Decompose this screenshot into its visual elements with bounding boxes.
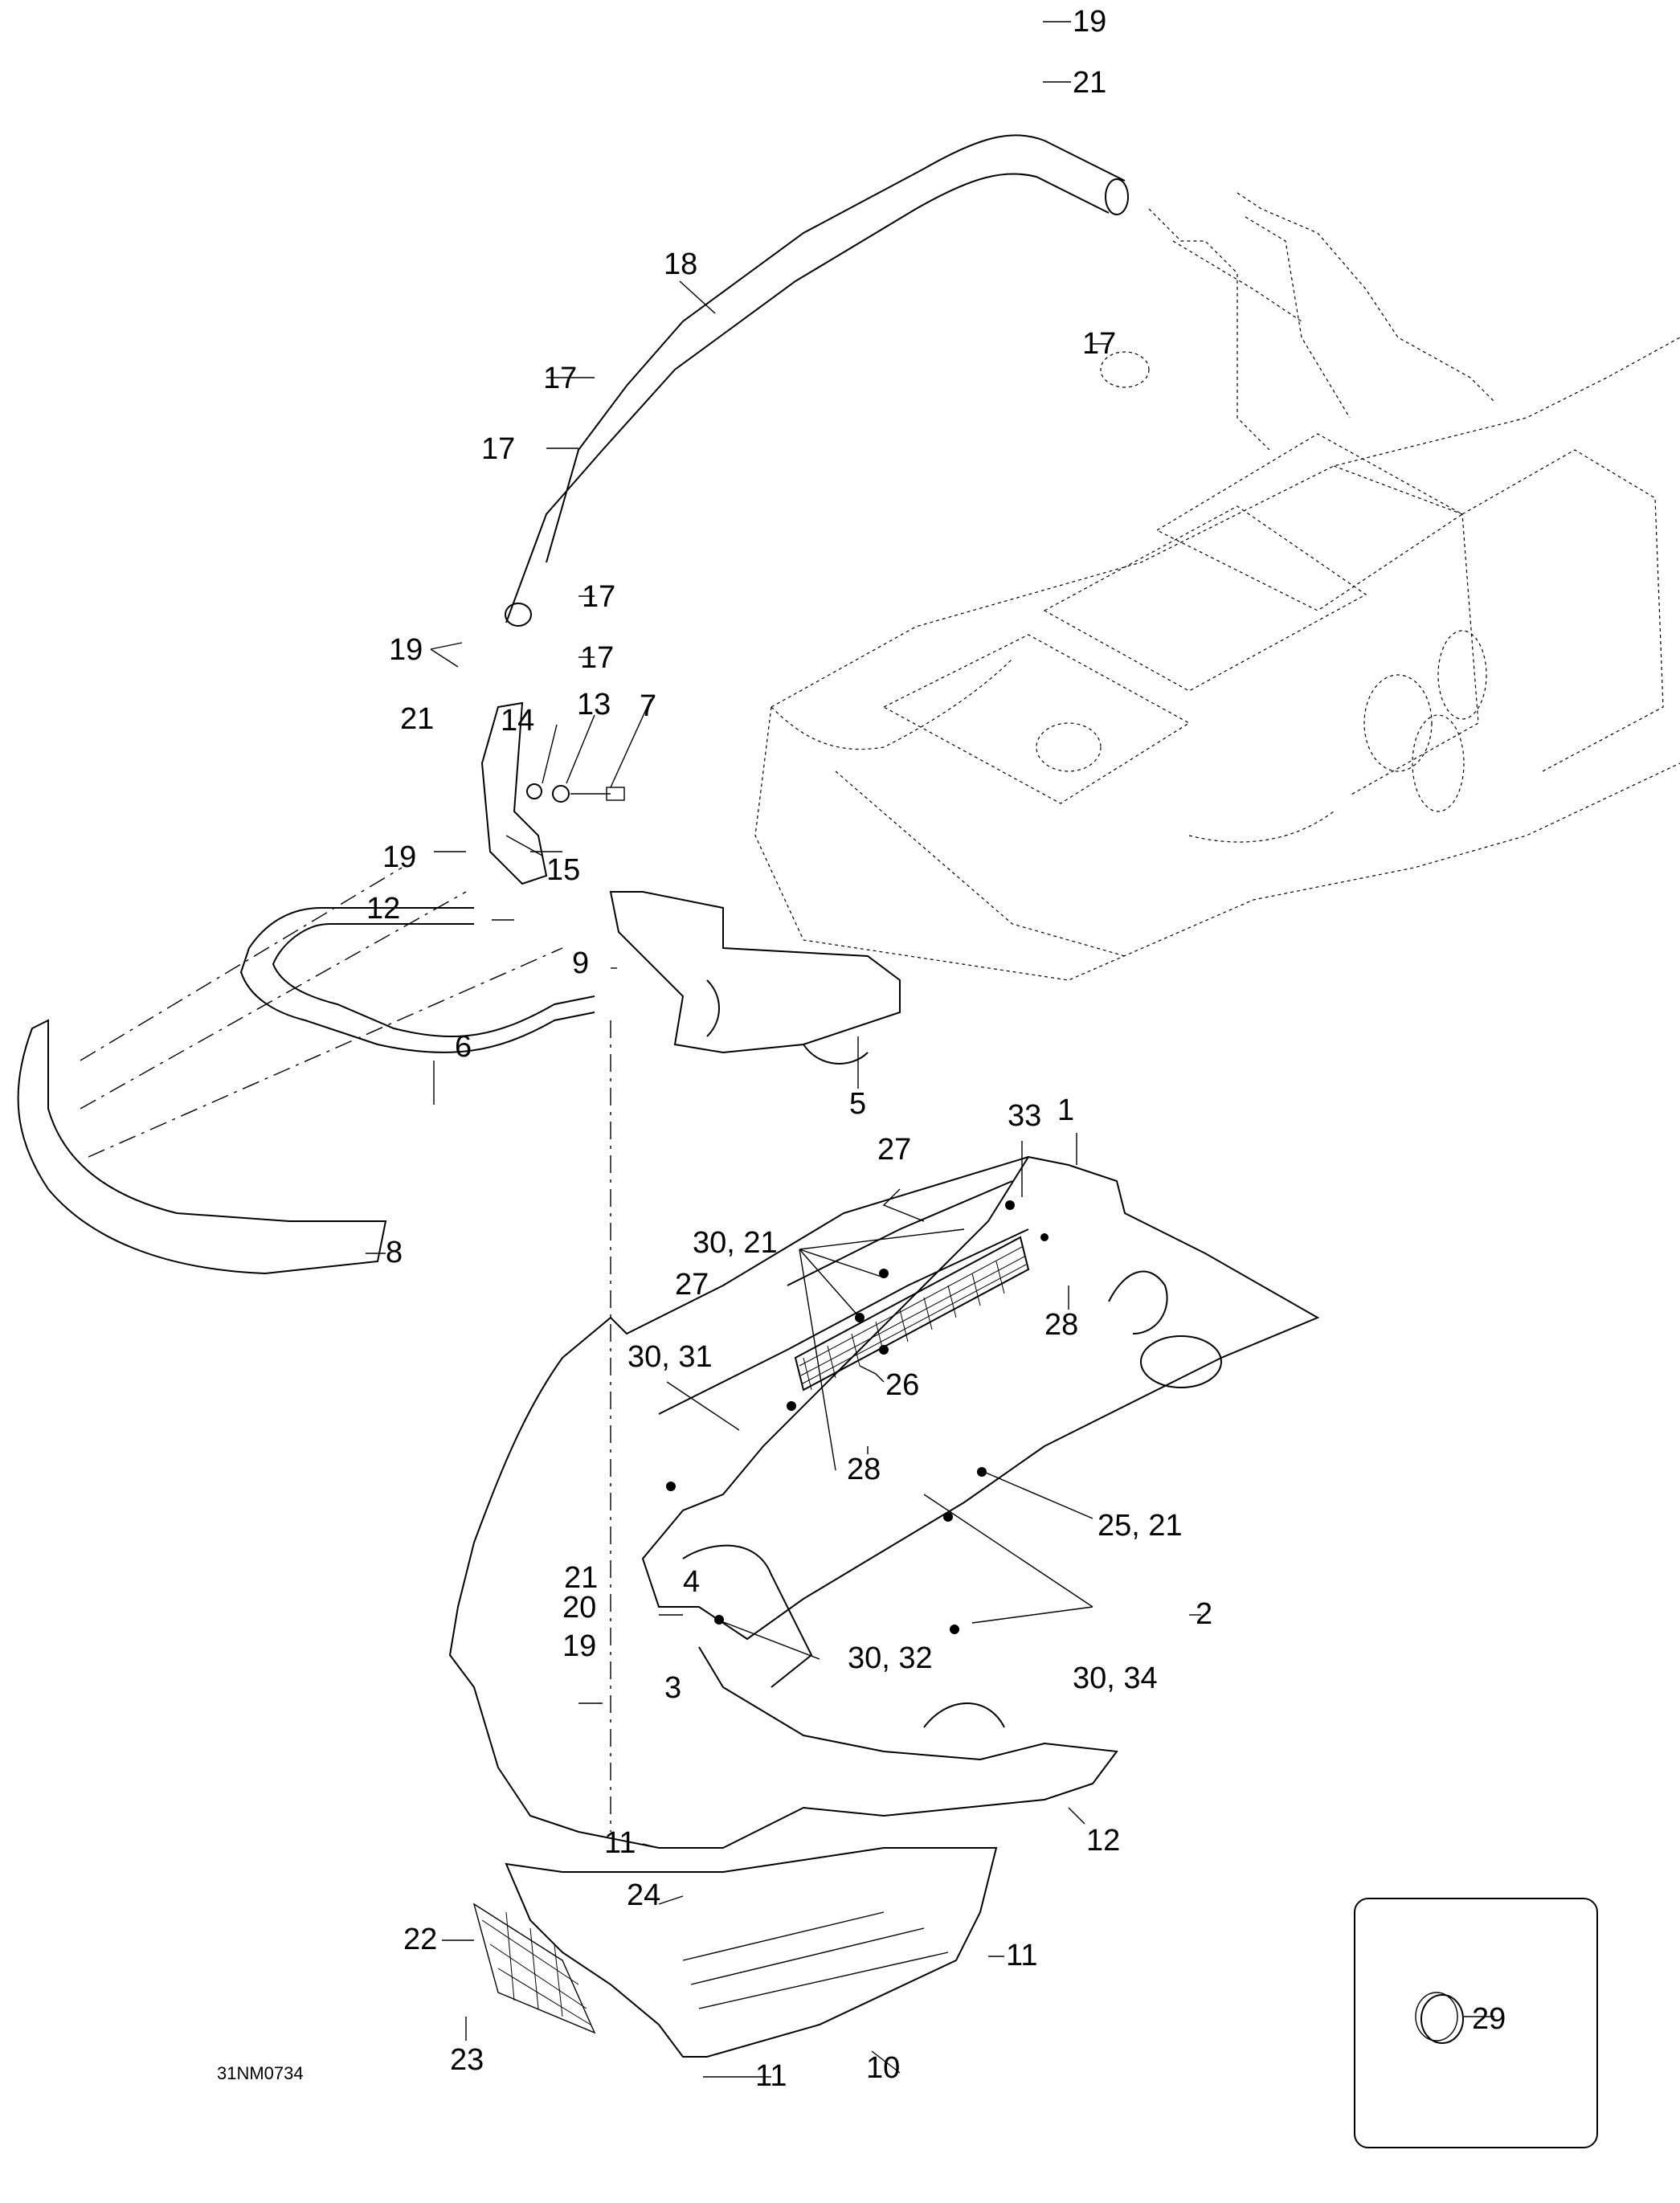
callout-13: 13 <box>577 688 611 721</box>
callout-18: 18 <box>664 247 698 281</box>
callout-33: 33 <box>1008 1099 1042 1133</box>
belly-pan-1 <box>448 1155 1320 1849</box>
callout-23: 23 <box>450 2043 484 2077</box>
callout-11: 11 <box>1006 1939 1038 1972</box>
cap-29 <box>1415 1992 1494 2044</box>
bracket-plate <box>480 701 625 885</box>
callout-14: 14 <box>501 704 535 738</box>
illustration-code: 31NM0734 <box>217 2063 304 2083</box>
callout-11: 11 <box>755 2059 787 2093</box>
callout-9: 9 <box>572 946 590 980</box>
callout-22: 22 <box>403 1923 438 1956</box>
callout-17: 17 <box>580 641 615 675</box>
skid-plate-10 <box>505 1847 998 2058</box>
bumper-8 <box>17 867 563 1275</box>
callout-20: 20 <box>562 1591 597 1625</box>
callout-30-21: 30, 21 <box>693 1226 778 1260</box>
callout-12: 11 <box>604 1826 636 1860</box>
callout-4: 4 <box>683 1565 701 1599</box>
mesh-22 <box>472 1903 596 2034</box>
callout-27: 27 <box>675 1268 709 1302</box>
callout-19: 19 <box>1073 5 1107 39</box>
callout-16: 15 <box>546 853 581 887</box>
mesh-grille-26 <box>794 1236 1030 1392</box>
bracket-5 <box>609 891 901 1065</box>
callout-17: 17 <box>543 362 578 395</box>
callout-21: 21 <box>564 1561 599 1595</box>
callout-1: 1 <box>1057 1093 1075 1127</box>
callout-19: 19 <box>389 633 423 667</box>
callout-8: 8 <box>386 1236 403 1269</box>
callout-19: 19 <box>562 1629 597 1663</box>
chassis-frame <box>754 192 1680 981</box>
callout-24: 24 <box>627 1878 661 1912</box>
callout-6: 6 <box>455 1030 472 1064</box>
callout-19: 19 <box>382 840 417 874</box>
callout-17: 17 <box>1082 327 1117 361</box>
callout-29: 29 <box>1472 2002 1506 2036</box>
callout-15: 12 <box>1086 1824 1121 1858</box>
inset-box <box>1354 1898 1598 2148</box>
leader-lines <box>366 21 1201 2078</box>
callout-21: 21 <box>400 702 435 736</box>
handlebar-18 <box>505 134 1129 627</box>
callout-28: 28 <box>1044 1308 1079 1342</box>
callout-21: 21 <box>1073 66 1107 100</box>
callout-10: 10 <box>866 2051 901 2085</box>
callout-17: 17 <box>582 580 616 614</box>
callout-5: 5 <box>849 1087 867 1121</box>
callout-26: 26 <box>885 1368 920 1402</box>
callout-2: 2 <box>1196 1597 1213 1631</box>
callout-3: 3 <box>664 1671 682 1705</box>
callout-25-21: 25, 21 <box>1098 1509 1183 1543</box>
bumper-tube-6 <box>239 907 595 1053</box>
callout-12: 12 <box>366 892 401 926</box>
callout-30-32: 30, 32 <box>848 1641 933 1675</box>
callout-27: 27 <box>877 1133 912 1167</box>
indicator-dots <box>666 1200 1048 1634</box>
callout-7: 7 <box>640 689 657 723</box>
callout-17: 17 <box>481 432 516 466</box>
callout-28: 28 <box>847 1453 881 1486</box>
callout-30-31: 30, 31 <box>627 1340 713 1374</box>
callout-30-34: 30, 34 <box>1073 1661 1158 1695</box>
